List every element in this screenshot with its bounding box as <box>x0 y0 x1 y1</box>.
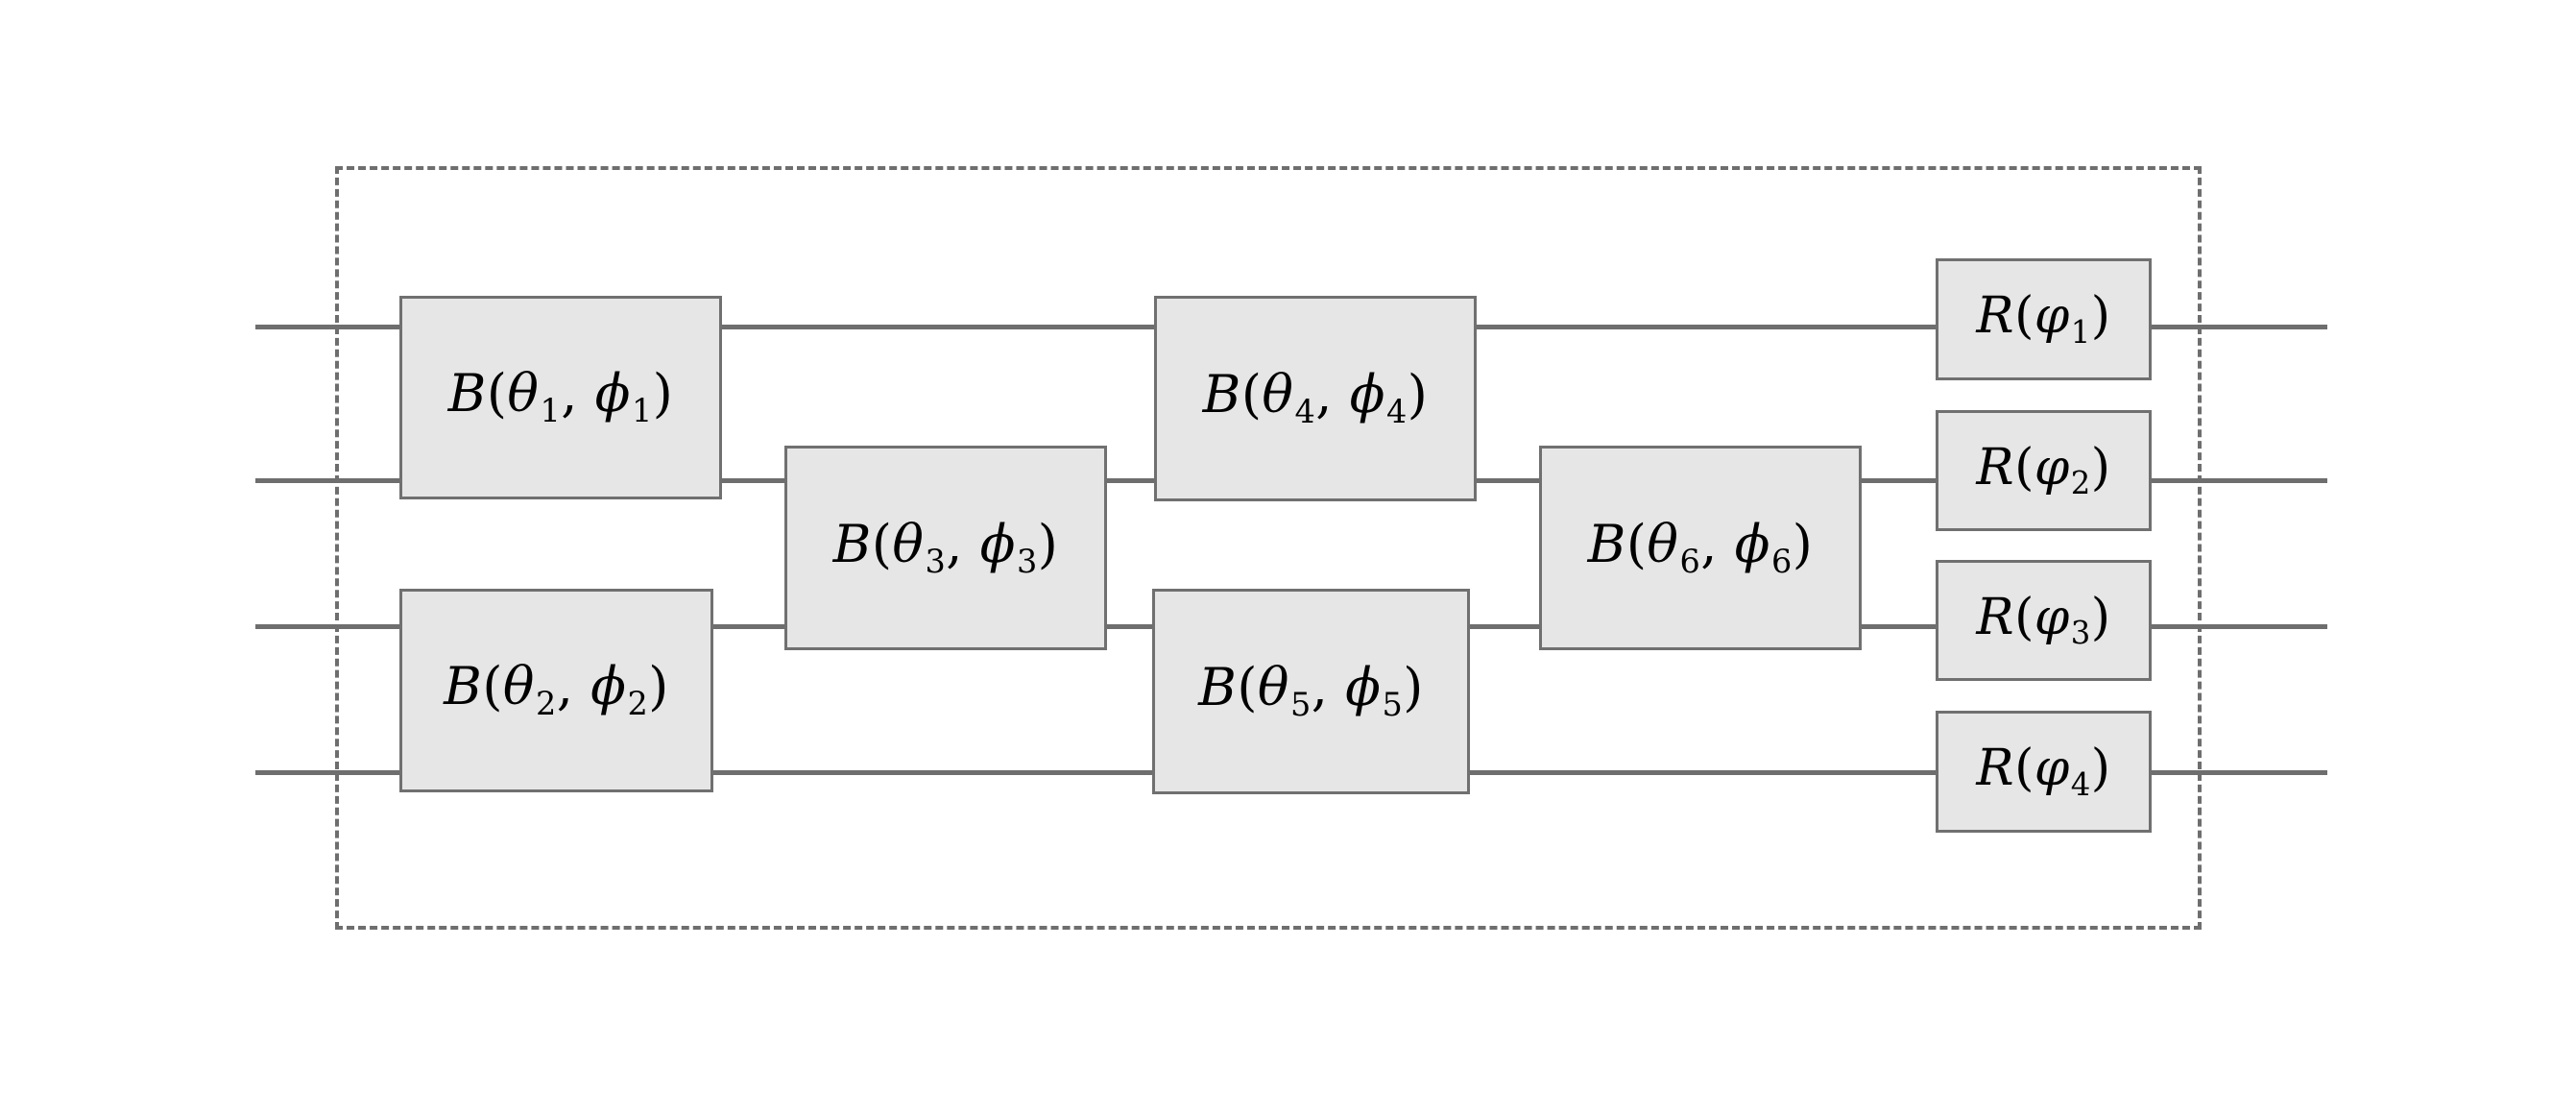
gate-beamsplitter-4-label: B(θ4, ϕ4) <box>1202 364 1429 431</box>
gate-beamsplitter-1[interactable]: B(θ1, ϕ1) <box>399 296 722 499</box>
gate-beamsplitter-2[interactable]: B(θ2, ϕ2) <box>399 589 713 792</box>
gate-beamsplitter-6[interactable]: B(θ6, ϕ6) <box>1539 446 1862 650</box>
gate-beamsplitter-6-label: B(θ6, ϕ6) <box>1587 513 1814 580</box>
gate-beamsplitter-3-label: B(θ3, ϕ3) <box>832 513 1059 580</box>
gate-rotation-1-label: R(φ1) <box>1976 287 2111 351</box>
gate-rotation-1[interactable]: R(φ1) <box>1936 258 2152 380</box>
gate-rotation-3[interactable]: R(φ3) <box>1936 560 2152 681</box>
gate-rotation-2[interactable]: R(φ2) <box>1936 410 2152 531</box>
gate-rotation-3-label: R(φ3) <box>1976 588 2111 652</box>
dashed-region-boundary <box>335 166 2202 930</box>
gate-rotation-4[interactable]: R(φ4) <box>1936 711 2152 833</box>
gate-beamsplitter-5[interactable]: B(θ5, ϕ5) <box>1152 589 1470 794</box>
gate-rotation-4-label: R(φ4) <box>1976 740 2111 803</box>
gate-beamsplitter-1-label: B(θ1, ϕ1) <box>447 363 674 430</box>
gate-beamsplitter-2-label: B(θ2, ϕ2) <box>444 656 669 723</box>
gate-beamsplitter-3[interactable]: B(θ3, ϕ3) <box>784 446 1107 650</box>
gate-rotation-2-label: R(φ2) <box>1976 438 2111 502</box>
gate-beamsplitter-5-label: B(θ5, ϕ5) <box>1198 657 1424 724</box>
gate-beamsplitter-4[interactable]: B(θ4, ϕ4) <box>1154 296 1477 501</box>
